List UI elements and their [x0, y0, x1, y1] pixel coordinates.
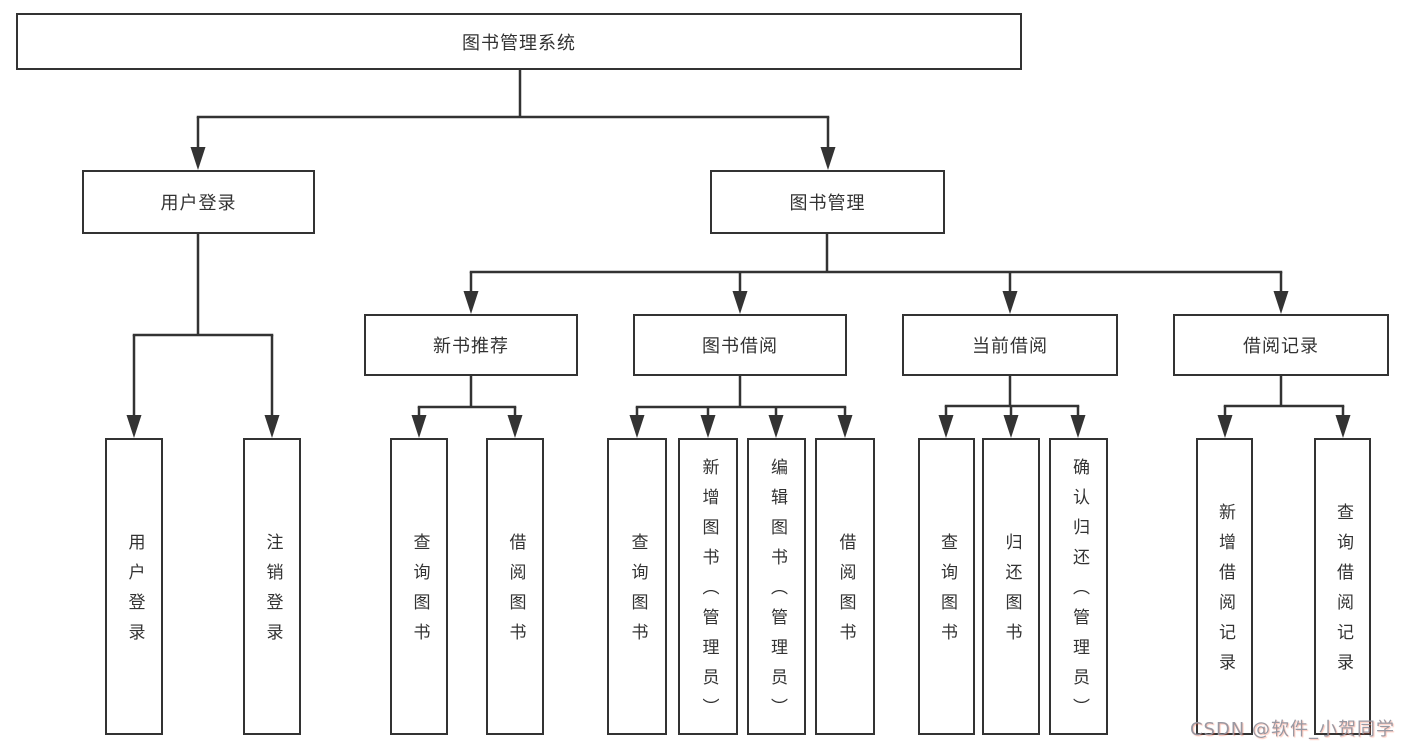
node-leaf-confirm-return-admin: 确认归还（管理员） [1049, 438, 1108, 735]
node-label: 借阅图书 [505, 533, 526, 653]
node-label: 图书管理系统 [462, 32, 576, 54]
node-label: 新增借阅记录 [1215, 503, 1235, 683]
node-leaf-borrow-books-recommend: 借阅图书 [486, 438, 544, 735]
arrowhead-down-icon [126, 415, 142, 438]
node-label: 注销登录 [262, 533, 283, 653]
node-leaf-add-borrow-record: 新增借阅记录 [1196, 438, 1253, 735]
node-root-library-management-system: 图书管理系统 [16, 13, 1022, 70]
arrowhead-down-icon [700, 415, 716, 438]
node-label: 归还图书 [1001, 533, 1022, 653]
node-label: 编辑图书（管理员） [767, 458, 787, 728]
node-leaf-borrow-books: 借阅图书 [815, 438, 875, 735]
node-leaf-return-books: 归还图书 [982, 438, 1040, 735]
node-label: 新书推荐 [433, 336, 509, 357]
node-label: 用户登录 [160, 193, 237, 214]
node-current-borrowing: 当前借阅 [902, 314, 1118, 376]
arrowhead-down-icon [1217, 415, 1233, 438]
node-label: 图书管理 [789, 193, 866, 214]
arrowhead-down-icon [411, 415, 427, 438]
arrowhead-down-icon [1335, 415, 1351, 438]
arrowhead-down-icon [629, 415, 645, 438]
node-label: 查询图书 [409, 533, 430, 653]
node-label: 新增图书（管理员） [698, 458, 719, 728]
node-label: 查询借阅记录 [1333, 503, 1353, 683]
csdn-watermark: CSDN @软件_小贺同学 [1189, 719, 1395, 740]
arrowhead-down-icon [1002, 291, 1018, 314]
node-leaf-user-login: 用户登录 [105, 438, 163, 735]
node-leaf-logout: 注销登录 [243, 438, 301, 735]
node-label: 借阅记录 [1243, 336, 1319, 357]
arrowhead-down-icon [264, 415, 280, 438]
arrowhead-down-icon [507, 415, 523, 438]
node-leaf-query-books-recommend: 查询图书 [390, 438, 448, 735]
arrowhead-down-icon [938, 415, 954, 438]
arrowhead-down-icon [190, 147, 206, 170]
node-label: 查询图书 [937, 533, 957, 653]
arrowhead-down-icon [820, 147, 836, 170]
node-leaf-query-borrow-record: 查询借阅记录 [1314, 438, 1371, 735]
arrowhead-down-icon [837, 415, 853, 438]
arrowhead-down-icon [1070, 415, 1086, 438]
node-leaf-query-books-current: 查询图书 [918, 438, 975, 735]
node-label: 确认归还（管理员） [1069, 458, 1089, 728]
node-leaf-query-books-borrow: 查询图书 [607, 438, 667, 735]
node-leaf-edit-books-admin: 编辑图书（管理员） [747, 438, 806, 735]
node-label: 图书借阅 [702, 336, 778, 357]
node-book-management: 图书管理 [710, 170, 945, 234]
arrowhead-down-icon [463, 291, 479, 314]
node-label: 查询图书 [627, 533, 648, 653]
node-book-borrowing: 图书借阅 [633, 314, 847, 376]
arrowhead-down-icon [768, 415, 784, 438]
node-label: 用户登录 [124, 533, 145, 653]
node-label: 当前借阅 [972, 336, 1048, 357]
arrowhead-down-icon [1273, 291, 1289, 314]
node-user-login: 用户登录 [82, 170, 315, 234]
node-borrowing-records: 借阅记录 [1173, 314, 1389, 376]
node-new-book-recommendation: 新书推荐 [364, 314, 578, 376]
arrowhead-down-icon [732, 291, 748, 314]
arrowhead-down-icon [1003, 415, 1019, 438]
node-label: 借阅图书 [835, 533, 856, 653]
node-leaf-add-books-admin: 新增图书（管理员） [678, 438, 738, 735]
